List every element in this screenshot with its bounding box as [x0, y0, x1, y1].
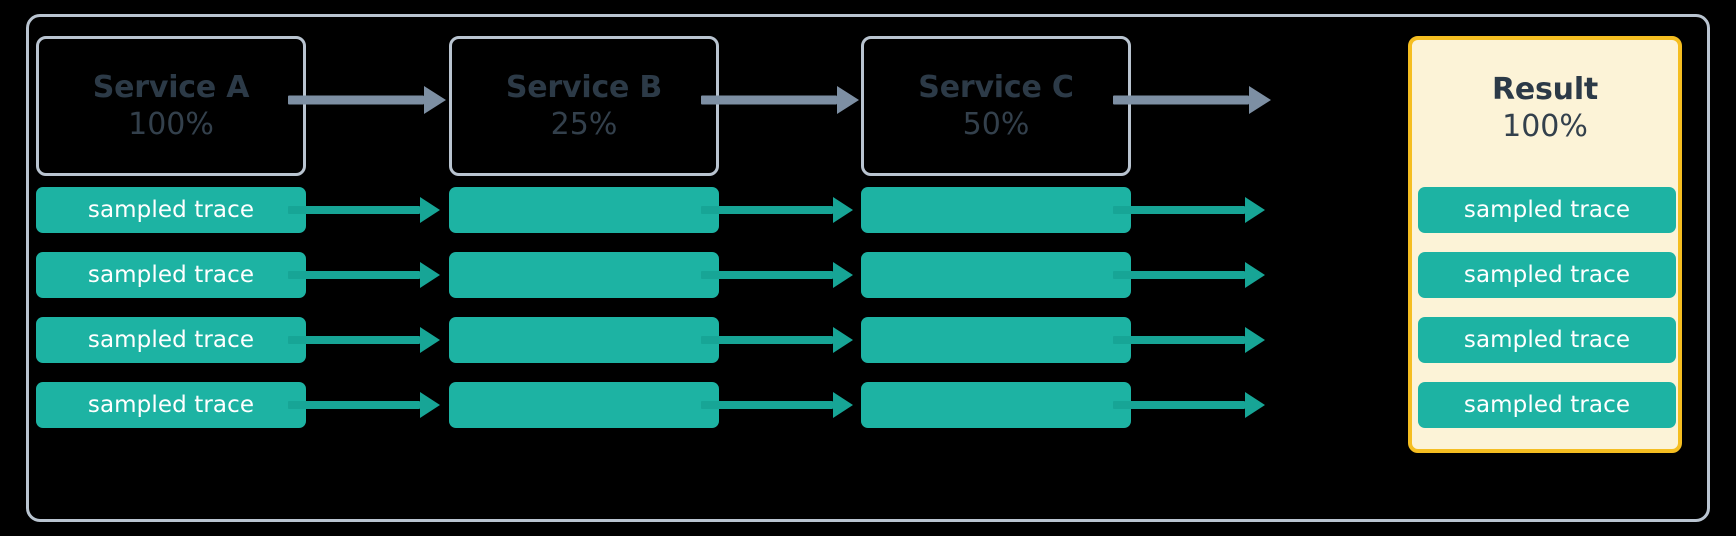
trace-pill-service-a-4[interactable]: sampled trace — [36, 382, 306, 428]
result-title: Result — [1491, 71, 1599, 107]
arrow-trace-row3-b-to-c — [701, 327, 853, 353]
service-percent: 50% — [962, 107, 1030, 142]
trace-pill-service-c-4[interactable] — [861, 382, 1131, 428]
arrow-trace-row2-c-to-result — [1113, 262, 1265, 288]
arrow-service-a-to-service-b — [288, 86, 446, 114]
arrow-service-b-to-service-c — [701, 86, 859, 114]
arrow-trace-row2-a-to-b — [288, 262, 440, 288]
trace-pill-service-b-3[interactable] — [449, 317, 719, 363]
arrow-trace-row1-a-to-b — [288, 197, 440, 223]
trace-pill-result-2[interactable]: sampled trace — [1418, 252, 1676, 298]
service-title: Service A — [92, 70, 250, 105]
trace-pill-result-1[interactable]: sampled trace — [1418, 187, 1676, 233]
trace-pill-service-b-2[interactable] — [449, 252, 719, 298]
trace-pill-service-a-1[interactable]: sampled trace — [36, 187, 306, 233]
trace-pill-service-a-3[interactable]: sampled trace — [36, 317, 306, 363]
service-title: Service B — [505, 70, 663, 105]
result-percent: 100% — [1502, 108, 1588, 144]
trace-pill-service-c-2[interactable] — [861, 252, 1131, 298]
arrow-trace-row2-b-to-c — [701, 262, 853, 288]
service-percent: 25% — [550, 107, 618, 142]
arrow-trace-row3-c-to-result — [1113, 327, 1265, 353]
trace-pill-result-3[interactable]: sampled trace — [1418, 317, 1676, 363]
service-title: Service C — [918, 70, 1074, 105]
trace-pill-service-b-4[interactable] — [449, 382, 719, 428]
arrow-trace-row1-c-to-result — [1113, 197, 1265, 223]
arrow-trace-row3-a-to-b — [288, 327, 440, 353]
arrow-trace-row1-b-to-c — [701, 197, 853, 223]
service-box-service-a[interactable]: Service A 100% — [36, 36, 306, 176]
service-percent: 100% — [128, 107, 214, 142]
trace-pill-result-4[interactable]: sampled trace — [1418, 382, 1676, 428]
trace-pill-service-b-1[interactable] — [449, 187, 719, 233]
arrow-trace-row4-c-to-result — [1113, 392, 1265, 418]
trace-pill-service-c-3[interactable] — [861, 317, 1131, 363]
trace-pill-service-a-2[interactable]: sampled trace — [36, 252, 306, 298]
service-box-result[interactable]: Result 100% — [1412, 40, 1678, 175]
service-box-service-b[interactable]: Service B 25% — [449, 36, 719, 176]
service-box-service-c[interactable]: Service C 50% — [861, 36, 1131, 176]
arrow-trace-row4-a-to-b — [288, 392, 440, 418]
trace-pill-service-c-1[interactable] — [861, 187, 1131, 233]
arrow-service-c-to-result — [1113, 86, 1271, 114]
arrow-trace-row4-b-to-c — [701, 392, 853, 418]
